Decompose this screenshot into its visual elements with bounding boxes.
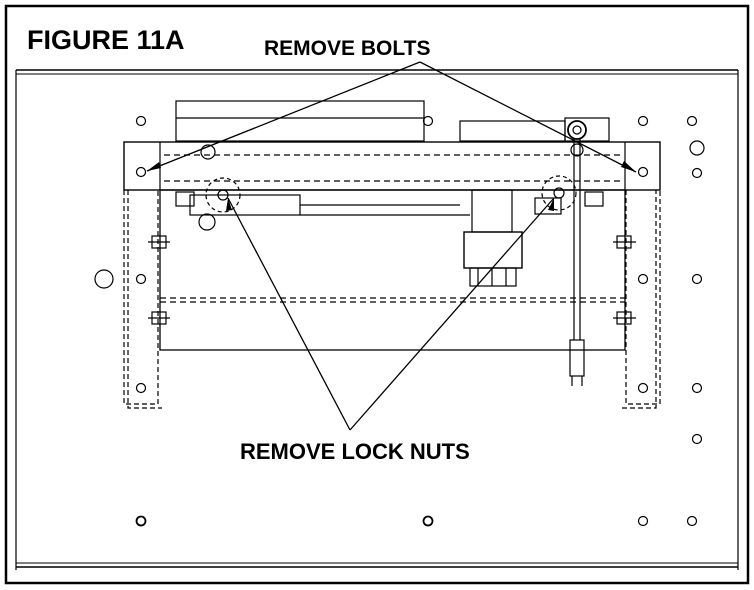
outer-border [4, 4, 750, 585]
gearbox-assembly [463, 189, 562, 287]
figure-title: FIGURE 11A [27, 25, 185, 55]
sensor-cable [567, 120, 587, 386]
side-studs [148, 235, 636, 325]
leader-lines [146, 61, 637, 431]
remove-lock-nuts-callout: REMOVE LOCK NUTS [240, 439, 470, 464]
base-panel [15, 69, 739, 570]
motor-housing [175, 100, 610, 142]
arrowheads [147, 161, 636, 211]
base-holes [94, 115, 705, 527]
side-brackets [123, 190, 661, 409]
lock-nut-left [175, 177, 241, 213]
inner-plate [159, 189, 626, 351]
remove-bolts-callout: REMOVE BOLTS [264, 37, 431, 60]
